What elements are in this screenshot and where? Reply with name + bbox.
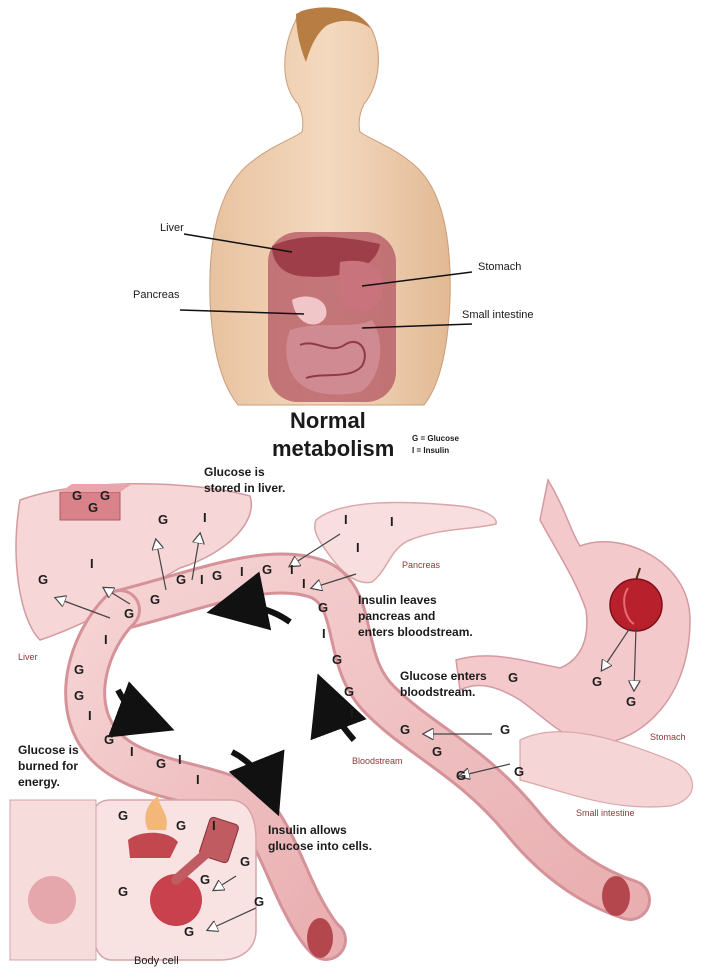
- title-line-1: Normal: [290, 408, 366, 433]
- glucose-marker: G: [150, 592, 160, 607]
- insulin-marker: I: [212, 818, 216, 833]
- insulin-marker: I: [90, 556, 94, 571]
- glucose-marker: G: [200, 872, 210, 887]
- insulin-marker: I: [104, 632, 108, 647]
- organ-label-stomach: Stomach: [650, 732, 686, 742]
- organ-label-pancreas: Pancreas: [402, 560, 441, 570]
- glucose-marker: G: [74, 688, 84, 703]
- insulin-marker: I: [178, 752, 182, 767]
- glucose-marker: G: [626, 694, 636, 709]
- callout-insulin-leaves: Insulin leaves pancreas and enters blood…: [358, 593, 473, 639]
- vessel-opening-bottom: [307, 918, 333, 958]
- legend-glucose: G = Glucose: [412, 434, 459, 443]
- glucose-marker: G: [38, 572, 48, 587]
- glucose-marker: G: [88, 500, 98, 515]
- glucose-marker: G: [500, 722, 510, 737]
- glucose-marker: G: [176, 572, 186, 587]
- insulin-marker: I: [356, 540, 360, 555]
- glucose-marker: G: [254, 894, 264, 909]
- glucose-marker: G: [508, 670, 518, 685]
- insulin-marker: I: [322, 626, 326, 641]
- glucose-marker: G: [212, 568, 222, 583]
- insulin-marker: I: [344, 512, 348, 527]
- glucose-marker: G: [74, 662, 84, 677]
- glucose-marker: G: [400, 722, 410, 737]
- glucose-marker: G: [592, 674, 602, 689]
- glucose-marker: G: [156, 756, 166, 771]
- vessel-opening-right: [602, 876, 630, 916]
- glucose-marker: G: [240, 854, 250, 869]
- glucose-marker: G: [332, 652, 342, 667]
- glucose-marker: G: [318, 600, 328, 615]
- glucose-marker: G: [432, 744, 442, 759]
- insulin-marker: I: [302, 576, 306, 591]
- insulin-marker: I: [88, 708, 92, 723]
- glucose-marker: G: [118, 884, 128, 899]
- glucose-marker: G: [124, 606, 134, 621]
- flow-arrow-top: [230, 607, 290, 622]
- insulin-marker: I: [240, 564, 244, 579]
- label-stomach: Stomach: [478, 261, 521, 273]
- insulin-marker: I: [196, 772, 200, 787]
- flow-arrow-left: [118, 690, 152, 722]
- callout-glucose-stored: Glucose is stored in liver.: [204, 465, 285, 495]
- glucose-marker: G: [344, 684, 354, 699]
- glucose-marker: G: [456, 768, 466, 783]
- label-pancreas: Pancreas: [133, 289, 180, 301]
- legend-insulin: I = Insulin: [412, 446, 449, 455]
- glucose-marker: G: [176, 818, 186, 833]
- insulin-marker: I: [390, 514, 394, 529]
- organ-label-liver: Liver: [18, 652, 38, 662]
- glucose-marker: G: [158, 512, 168, 527]
- insulin-marker: I: [203, 510, 207, 525]
- human-torso: [210, 7, 450, 405]
- callout-glucose-burned: Glucose is burned for energy.: [18, 743, 82, 789]
- glucose-marker: G: [104, 732, 114, 747]
- body-cell-shape: [10, 796, 256, 960]
- glucose-marker: G: [514, 764, 524, 779]
- organ-label-body-cell: Body cell: [134, 955, 179, 967]
- label-small-intestine: Small intestine: [462, 309, 534, 321]
- insulin-marker: I: [130, 744, 134, 759]
- organ-label-bloodstream: Bloodstream: [352, 756, 403, 766]
- title-line-2: metabolism: [272, 436, 394, 461]
- organ-label-small-intestine: Small intestine: [576, 808, 635, 818]
- glucose-marker: G: [118, 808, 128, 823]
- insulin-marker: I: [200, 572, 204, 587]
- glucose-marker: G: [184, 924, 194, 939]
- glucose-marker: G: [100, 488, 110, 503]
- glucose-marker: G: [262, 562, 272, 577]
- insulin-marker: I: [350, 706, 354, 721]
- label-liver: Liver: [160, 222, 184, 234]
- insulin-marker: I: [290, 562, 294, 577]
- stomach-shape: [456, 480, 693, 807]
- glucose-marker: G: [72, 488, 82, 503]
